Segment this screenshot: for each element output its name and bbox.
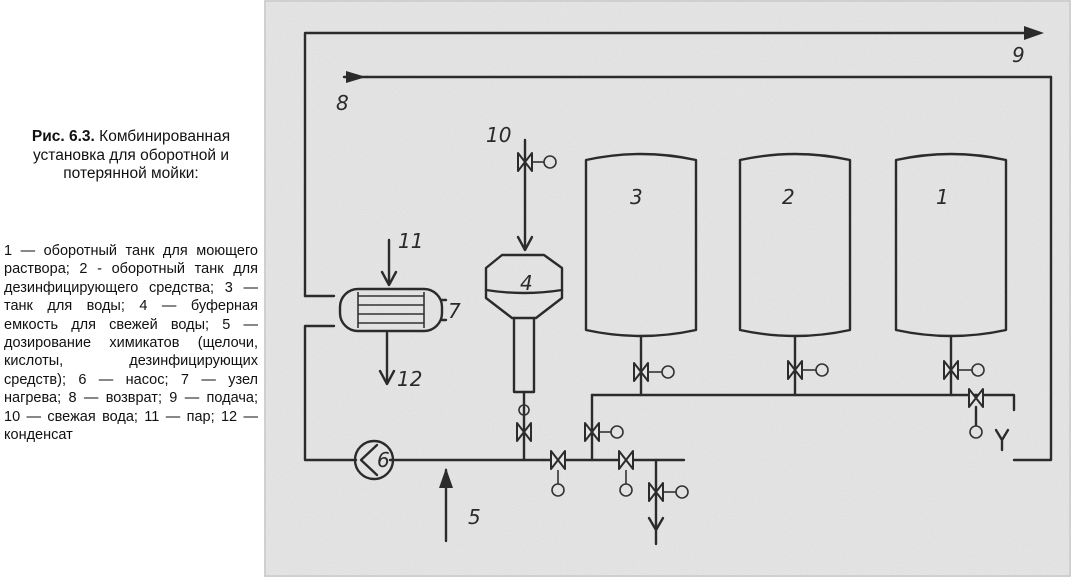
supply-line [303,26,1044,298]
label-condensate: 12 [397,367,422,391]
figure-caption: Рис. 6.3. Комбинированная установка для … [0,0,262,577]
caption-figure-number: Рис. 6.3. [31,128,95,145]
heater [338,287,448,333]
label-pump: 6 [377,448,390,472]
tank-2 [738,152,852,397]
pump [353,439,395,481]
dosing-line [439,468,453,543]
buffer-tank [484,253,564,462]
bottom-manifold [542,450,689,546]
tank-collector [584,388,1016,462]
caption-title: Рис. 6.3. Комбинированная установка для … [4,128,258,184]
left-piping [303,294,546,462]
return-line [342,71,1053,462]
tank-1 [894,152,1008,397]
condensate-line [378,331,396,386]
label-fresh-water: 10 [486,123,511,147]
label-supply: 9 [1012,43,1025,67]
caption-figure-title: Комбинированная установка для оборотной … [32,128,231,182]
paper-border [264,0,1071,577]
label-dosing: 5 [468,505,481,529]
caption-legend: 1 — оборотный танк для моющего раствора;… [4,243,258,444]
label-heater: 7 [448,299,461,323]
fresh-water-line [516,138,557,252]
label-return: 8 [336,91,349,115]
tank-3 [584,152,698,397]
label-tank-2: 2 [782,185,795,209]
process-diagram: 9 8 7 11 12 6 5 [264,0,1071,577]
label-buffer: 4 [520,271,533,295]
diagram-figure: 9 8 7 11 12 6 5 [264,0,1071,577]
label-steam: 11 [398,229,423,253]
label-tank-3: 3 [630,185,643,209]
label-tank-1: 1 [936,185,949,209]
steam-line [380,238,398,287]
